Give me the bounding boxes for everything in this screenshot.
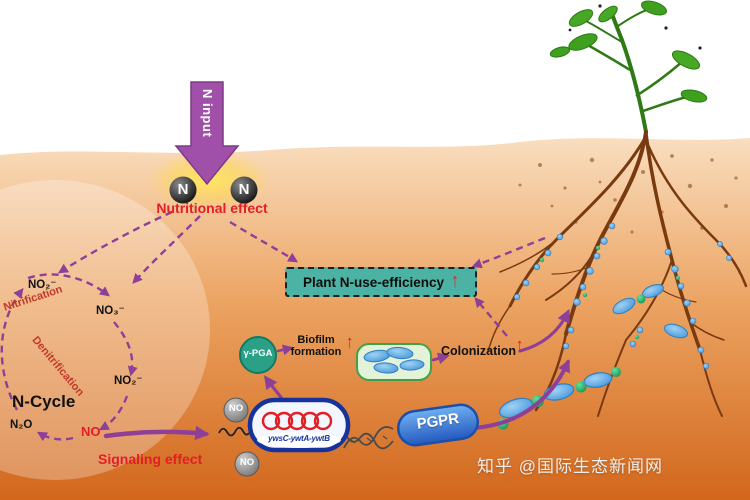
plant-graphic bbox=[549, 0, 708, 134]
plant-n-use-efficiency-box: Plant N-use-efficiency ↑ bbox=[285, 267, 477, 297]
n-ball-right-label: N bbox=[238, 181, 250, 198]
dna-helix bbox=[343, 426, 394, 450]
signal-squiggle bbox=[218, 426, 250, 437]
biofilm-graphic bbox=[356, 343, 432, 381]
biofilm-line2: formation bbox=[290, 346, 342, 359]
nitrite-bottom-label: NO₂⁻ bbox=[114, 375, 143, 387]
soil-haze bbox=[0, 180, 210, 480]
plant-n-use-up-arrow-icon: ↑ bbox=[451, 270, 460, 292]
n-input-arrow bbox=[174, 81, 240, 186]
gamma-pga-circle bbox=[239, 336, 277, 374]
solid-arrows bbox=[103, 308, 570, 441]
zhihu-watermark: 知乎 @国际生态新闻网 bbox=[477, 457, 663, 476]
no-ball-bottom bbox=[234, 451, 260, 477]
colonization-label: Colonization bbox=[441, 344, 516, 358]
plant-n-use-efficiency-label: Plant N-use-efficiency bbox=[302, 274, 445, 290]
nitrous-oxide-label: N₂O bbox=[10, 419, 33, 431]
n-ball-left-label: N bbox=[177, 181, 189, 198]
dashed-arrows bbox=[0, 210, 546, 442]
no-molecule-bottom-label: NO bbox=[239, 457, 255, 468]
biofilm-formation-label: Biofilm formation bbox=[286, 334, 346, 358]
n-cycle-title: N-Cycle bbox=[12, 392, 76, 411]
biofilm-up-arrow-icon: ↑ bbox=[346, 331, 354, 353]
signaling-effect-label: Signaling effect bbox=[98, 451, 203, 467]
plasmid-coil bbox=[261, 411, 333, 431]
root-colonization-bacteria bbox=[513, 222, 732, 370]
root-bacteria-green-dots bbox=[539, 245, 681, 340]
engineered-bacterium bbox=[247, 397, 351, 453]
n-ball-left-circle bbox=[169, 176, 197, 204]
no-molecule-top-label: NO bbox=[228, 403, 244, 414]
no-ball-top bbox=[223, 397, 249, 423]
soil-speckles bbox=[518, 154, 738, 234]
nitrite-top-label: NO₂⁻ bbox=[28, 279, 57, 291]
nutritional-effect-label: Nutritional effect bbox=[156, 200, 268, 216]
pgpr-capsule bbox=[396, 403, 480, 447]
gamma-pga-label: γ-PGA bbox=[243, 348, 273, 359]
n-input-label: N input bbox=[200, 89, 216, 138]
nitric-oxide-label: NO bbox=[81, 424, 101, 439]
colonization-up-arrow-icon: ↑ bbox=[516, 334, 524, 356]
nitrate-label: NO₃⁻ bbox=[96, 305, 125, 317]
biofilm-line1: Biofilm bbox=[297, 334, 335, 346]
bacterium-gene-label: ywsC-ywtA-ywtB bbox=[268, 434, 330, 443]
n-ball-right-circle bbox=[230, 176, 258, 204]
